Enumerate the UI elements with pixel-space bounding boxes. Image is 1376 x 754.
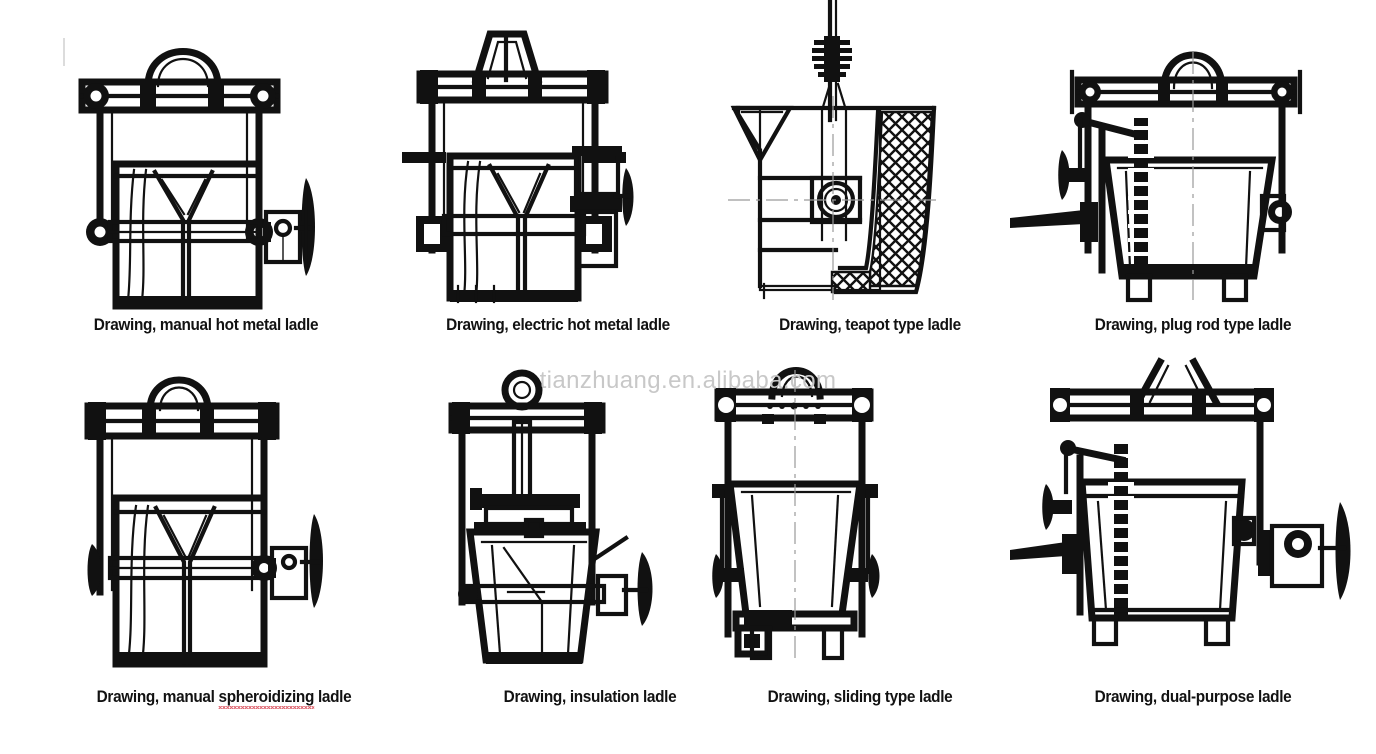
ladle-sliding-type-icon bbox=[700, 362, 1020, 672]
caption-text: Drawing, sliding type ladle bbox=[767, 688, 953, 706]
caption-text: Drawing, manual hot metal ladle bbox=[93, 316, 319, 334]
ladle-plug-rod-type-icon bbox=[1010, 0, 1376, 310]
drawing-cell-manual-hot-metal-ladle[interactable]: Drawing, manual hot metal ladle bbox=[0, 0, 412, 360]
corner-tick-mark bbox=[63, 38, 65, 66]
drawing-caption: Drawing, manual hot metal ladle bbox=[14, 316, 397, 335]
drawing-row-1: Drawing, manual hot metal ladle bbox=[0, 0, 1376, 360]
caption-spellchecked-word: spheroidizing bbox=[218, 688, 315, 706]
drawing-cell-insulation-ladle[interactable]: Drawing, insulation ladle bbox=[430, 362, 750, 722]
ladle-manual-hot-metal-icon bbox=[0, 0, 412, 310]
drawing-caption: Drawing, manual spheroidizing ladle bbox=[16, 688, 433, 707]
drawing-caption: Drawing, electric hot metal ladle bbox=[385, 316, 731, 335]
ladle-dual-purpose-icon bbox=[1010, 357, 1376, 672]
drawing-caption: Drawing, sliding type ladle bbox=[711, 688, 1009, 707]
ladle-insulation-icon bbox=[430, 362, 750, 672]
drawing-caption: Drawing, dual-purpose ladle bbox=[1023, 688, 1363, 707]
drawing-cell-teapot-type-ladle[interactable]: Drawing, teapot type ladle bbox=[720, 0, 1020, 360]
caption-text: Drawing, teapot type ladle bbox=[779, 316, 961, 334]
ladle-manual-spheroidizing-icon bbox=[0, 362, 448, 672]
drawing-caption: Drawing, plug rod type ladle bbox=[1023, 316, 1363, 335]
caption-text: Drawing, plug rod type ladle bbox=[1094, 316, 1292, 334]
caption-text: Drawing, dual-purpose ladle bbox=[1094, 688, 1292, 706]
caption-suffix: ladle bbox=[314, 688, 352, 706]
drawing-cell-manual-spheroidizing-ladle[interactable]: Drawing, manual spheroidizing ladle bbox=[0, 362, 448, 722]
ladle-electric-hot-metal-icon bbox=[372, 0, 744, 310]
drawing-cell-plug-rod-type-ladle[interactable]: Drawing, plug rod type ladle bbox=[1010, 0, 1376, 360]
drawing-caption: Drawing, teapot type ladle bbox=[731, 316, 1010, 335]
caption-text: Drawing, electric hot metal ladle bbox=[446, 316, 670, 334]
drawing-caption: Drawing, insulation ladle bbox=[441, 688, 739, 707]
drawing-cell-dual-purpose-ladle[interactable]: Drawing, dual-purpose ladle bbox=[1010, 357, 1376, 722]
drawing-row-2: Drawing, manual spheroidizing ladle bbox=[0, 357, 1376, 722]
drawing-cell-electric-hot-metal-ladle[interactable]: Drawing, electric hot metal ladle bbox=[372, 0, 744, 360]
ladle-teapot-type-icon bbox=[720, 0, 1020, 310]
caption-text: Drawing, insulation ladle bbox=[503, 688, 677, 706]
drawing-cell-sliding-type-ladle[interactable]: Drawing, sliding type ladle bbox=[700, 362, 1020, 722]
caption-prefix: Drawing, manual bbox=[96, 688, 219, 706]
